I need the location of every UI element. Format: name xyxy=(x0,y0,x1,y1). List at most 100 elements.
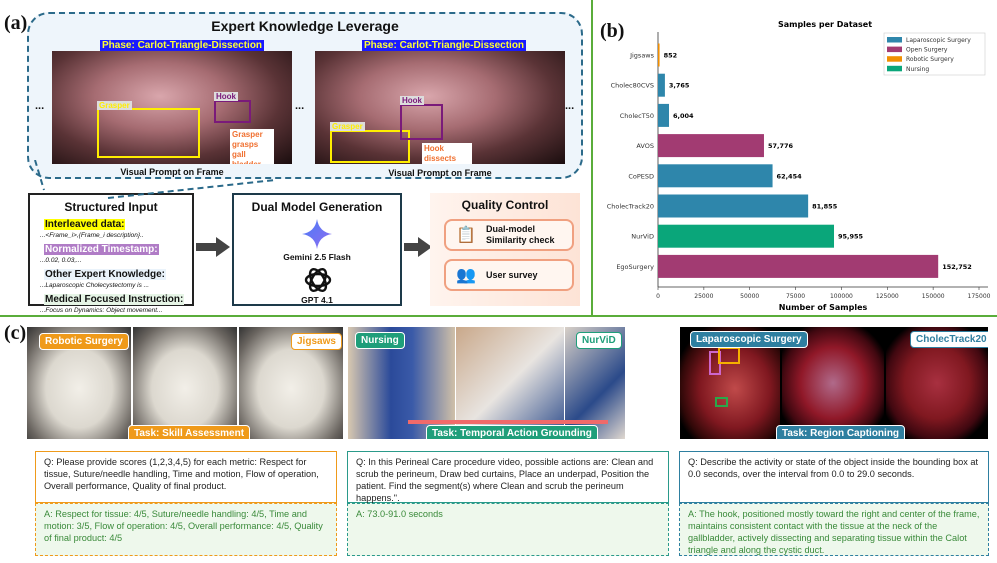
frame-caption: Visual Prompt on Frame xyxy=(120,167,224,177)
arrow-icon xyxy=(196,237,230,257)
bar-avos xyxy=(658,134,764,158)
gpt-label: GPT 4.1 xyxy=(301,295,333,305)
grasper-tag: Grasper xyxy=(97,101,132,110)
answer-box: A: 73.0-91.0 seconds xyxy=(347,503,669,556)
hook-tag: Hook xyxy=(400,96,424,105)
expert-knowledge-heading: Other Expert Knowledge: xyxy=(44,269,167,280)
instruction-sub: ...Focus on Dynamics: Object movement... xyxy=(40,307,163,314)
structured-input-box: Structured Input Interleaved data: ...<F… xyxy=(28,193,194,314)
bar-cholectrack20 xyxy=(658,194,809,218)
quality-control-title: Quality Control xyxy=(461,198,549,212)
bar-cholect50 xyxy=(658,103,670,127)
legend-swatch xyxy=(887,56,902,62)
expert-knowledge-title: Expert Knowledge Leverage xyxy=(211,18,399,34)
legend-entry: Open Surgery xyxy=(906,47,948,54)
bar-value-label: 95,955 xyxy=(838,233,864,241)
ellipsis: ... xyxy=(295,100,305,112)
legend-entry: Laparoscopic Surgery xyxy=(906,37,971,44)
region-bbox xyxy=(718,347,740,364)
surgical-frame-1: Grasper Hook Grasper grasps gall bladder xyxy=(52,51,292,164)
question-box: Q: Describe the activity or state of the… xyxy=(679,451,989,503)
y-tick-label: EgoSurgery xyxy=(616,263,654,271)
x-tick-label: 25000 xyxy=(694,293,713,300)
action-note: Hook dissects peritoneum xyxy=(422,143,472,164)
panel-a-label: (a) xyxy=(4,12,28,34)
task-badge: Task: Skill Assessment xyxy=(128,425,251,439)
action-note: Grasper grasps gall bladder xyxy=(230,129,274,164)
bar-copesd xyxy=(658,164,773,188)
dataset-badge: Jigsaws xyxy=(291,333,342,350)
y-tick-label: CholecTrack20 xyxy=(607,203,654,211)
connector-dashed-lines xyxy=(34,160,276,199)
grasper-bbox xyxy=(330,130,410,163)
y-tick-label: CoPESD xyxy=(628,172,654,180)
robotic-surgery-frames: Robotic Surgery Jigsaws Task: Skill Asse… xyxy=(27,327,343,439)
y-tick-label: Cholec80CVS xyxy=(611,82,654,90)
phase-label: Phase: Carlot-Triangle-Dissection xyxy=(362,40,527,51)
hook-tag: Hook xyxy=(214,92,238,101)
task-badge: Task: Temporal Action Grounding xyxy=(426,425,598,439)
timestamp-sub: ...0.02, 0.03,... xyxy=(40,257,82,264)
users-icon: 👥 xyxy=(456,267,476,284)
category-badge: Robotic Surgery xyxy=(39,333,129,350)
legend-swatch xyxy=(887,37,902,43)
gemini-label: Gemini 2.5 Flash xyxy=(283,252,351,262)
task-badge: Task: Region Captioning xyxy=(776,425,906,439)
dual-model-box: Dual Model Generation Gemini 2.5 Flash G… xyxy=(232,193,402,306)
ellipsis: ... xyxy=(35,100,45,112)
x-tick-label: 125000 xyxy=(876,293,899,300)
instruction-heading: Medical Focused Instruction: xyxy=(44,294,185,305)
laparoscopic-frames: Laparoscopic Surgery CholecTrack20 Task:… xyxy=(680,327,988,439)
bar-value-label: 81,855 xyxy=(812,203,838,211)
y-tick-label: NurViD xyxy=(631,233,654,241)
bar-jigsaws xyxy=(658,43,660,67)
chart-title: Samples per Dataset xyxy=(778,20,872,29)
category-badge: Laparoscopic Surgery xyxy=(690,331,808,348)
dual-model-title: Dual Model Generation xyxy=(251,200,383,214)
bar-value-label: 57,776 xyxy=(768,142,794,150)
ellipsis: ... xyxy=(565,100,575,112)
bar-value-label: 152,752 xyxy=(942,263,972,271)
interleaved-data-sub: ...<Frame_i>,{Frame_i description}.. xyxy=(40,232,144,239)
legend-entry: Nursing xyxy=(906,66,929,73)
bar-value-label: 62,454 xyxy=(777,172,803,180)
divider xyxy=(0,315,997,317)
x-tick-label: 0 xyxy=(656,293,660,300)
x-tick-label: 150000 xyxy=(922,293,945,300)
grasper-tag: Grasper xyxy=(330,122,365,131)
bar-nurvid xyxy=(658,224,835,248)
question-box: Q: In this Perineal Care procedure video… xyxy=(347,451,669,503)
bar-value-label: 3,765 xyxy=(669,82,690,90)
quality-control-panel: Quality Control 📋 Dual-model Similarity … xyxy=(430,193,580,306)
arrow-icon xyxy=(404,237,432,257)
dataset-badge: NurViD xyxy=(576,332,622,349)
video-frame xyxy=(133,327,237,439)
panel-c-label: (c) xyxy=(4,322,27,344)
user-survey-label: User survey xyxy=(486,270,538,280)
y-tick-label: Jigsaws xyxy=(629,52,655,60)
panel-b-label: (b) xyxy=(600,20,625,42)
gemini-logo-icon xyxy=(302,219,332,249)
answer-box: A: Respect for tissue: 4/5, Suture/needl… xyxy=(35,503,337,556)
expert-knowledge-panel: Expert Knowledge Leverage ... ... ... Ph… xyxy=(27,12,583,179)
bar-value-label: 6,004 xyxy=(673,112,694,120)
similarity-check-item: 📋 Dual-model Similarity check xyxy=(444,219,574,251)
frame-caption: Visual Prompt on Frame xyxy=(388,168,492,178)
bar-cholec80cvs xyxy=(658,73,665,97)
bar-value-label: 852 xyxy=(664,52,678,60)
grasper-bbox xyxy=(97,108,200,158)
legend-entry: Robotic Surgery xyxy=(906,56,954,63)
question-box: Q: Please provide scores (1,2,3,4,5) for… xyxy=(35,451,337,503)
x-tick-label: 100000 xyxy=(830,293,853,300)
bar-egosurgery xyxy=(658,254,939,278)
y-tick-label: CholecT50 xyxy=(620,112,654,120)
x-tick-label: 50000 xyxy=(740,293,759,300)
nursing-frames: Nursing NurViD Task: Temporal Action Gro… xyxy=(348,327,625,439)
surgical-frame-2: Grasper Hook Hook dissects peritoneum xyxy=(315,51,565,164)
legend-swatch xyxy=(887,46,902,53)
category-badge: Nursing xyxy=(355,332,405,349)
expert-knowledge-sub: ...Laparoscopic Cholecystectomy is ... xyxy=(40,282,150,289)
